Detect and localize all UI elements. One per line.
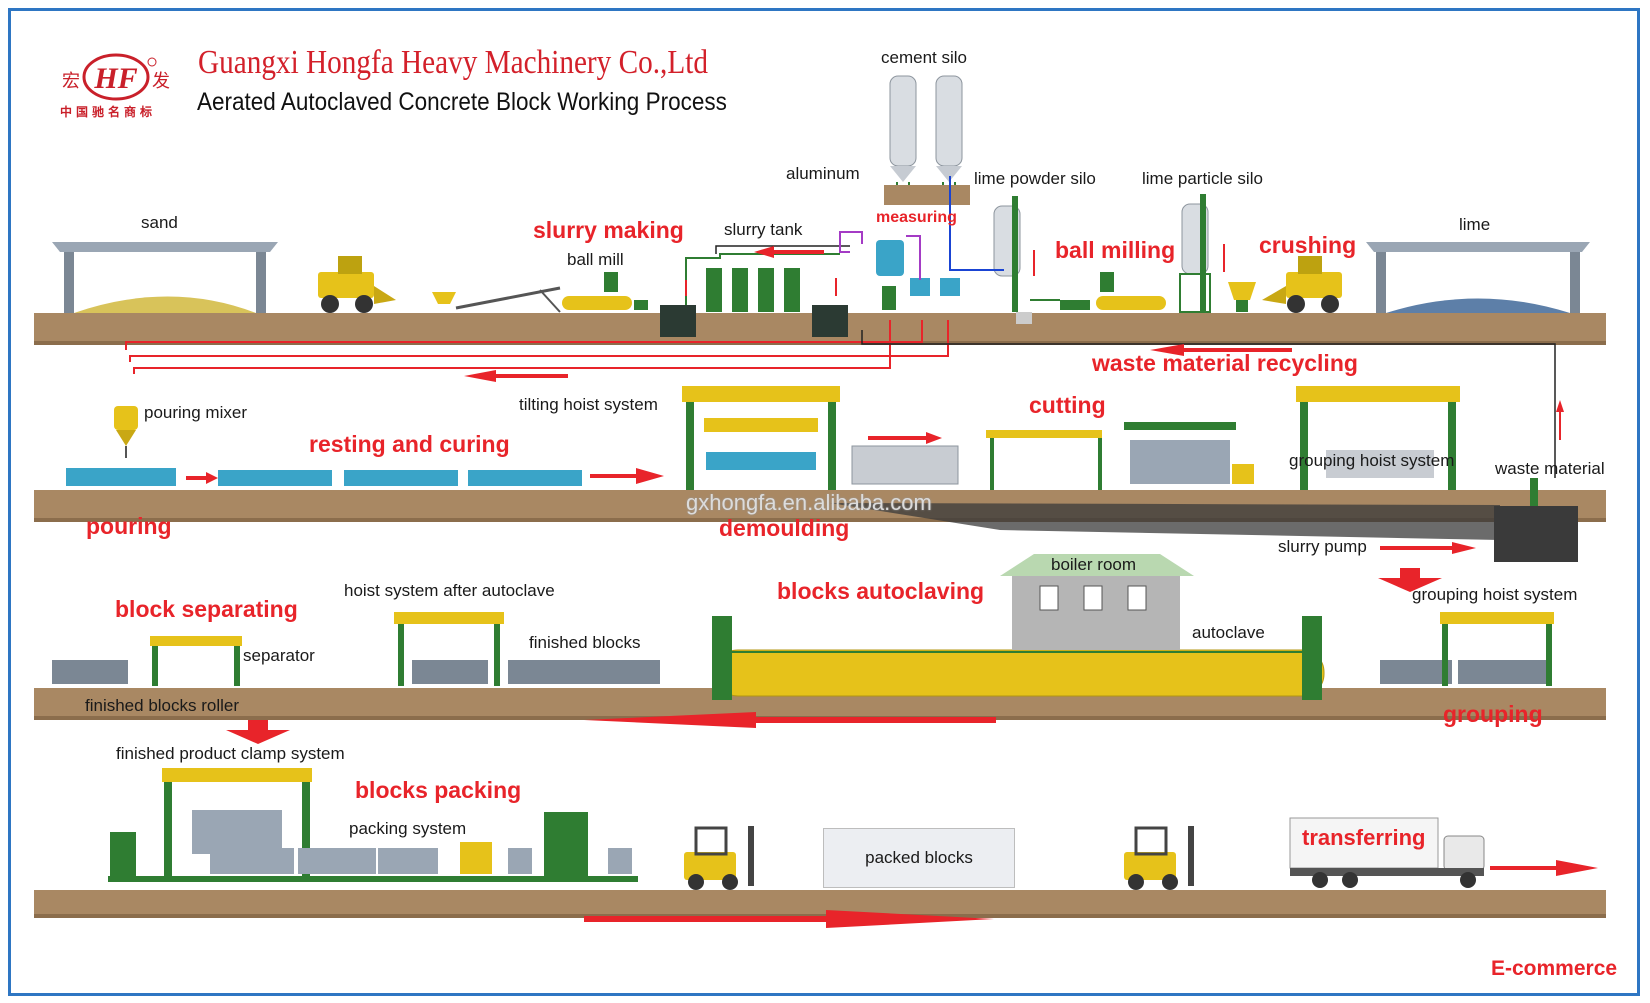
- label-ball-mill: ball mill: [567, 250, 624, 269]
- label-grouping-hoist-system-row3: grouping hoist system: [1412, 585, 1578, 604]
- forklift-icon-right: [1124, 826, 1194, 890]
- hf-logo-icon: HF 宏 发: [62, 53, 170, 101]
- ball-mill-icon-left: [562, 272, 648, 310]
- logo-left-char: 宏: [62, 71, 80, 91]
- stage-crushing: crushing: [1259, 232, 1357, 258]
- stage-pouring: pouring: [86, 513, 172, 539]
- diagram-title: Aerated Autoclaved Concrete Block Workin…: [197, 88, 727, 116]
- ball-mill-icon-right: [1060, 272, 1166, 310]
- label-finished-product-clamp-system: finished product clamp system: [116, 744, 345, 763]
- label-sand: sand: [141, 213, 178, 232]
- label-packed-blocks: packed blocks: [865, 848, 973, 867]
- packed-blocks-box: packed blocks: [823, 828, 1015, 888]
- label-grouping-hoist-system-row2: grouping hoist system: [1289, 451, 1455, 470]
- label-boiler-room: boiler room: [1051, 555, 1137, 574]
- label-hoist-system-after-autoclave: hoist system after autoclave: [344, 581, 555, 600]
- flow-arrows: [186, 246, 1598, 928]
- stage-blocks-autoclaving: blocks autoclaving: [777, 578, 985, 604]
- mold-carts: [66, 452, 816, 486]
- label-finished-blocks-roller: finished blocks roller: [85, 696, 240, 715]
- clamp-system-icon: [162, 768, 312, 882]
- tilting-hoist-icon: [682, 386, 840, 490]
- boiler-room-icon: [1000, 554, 1194, 650]
- slurry-tank-icon: [660, 245, 850, 337]
- label-lime: lime: [1459, 215, 1491, 234]
- separator-icon: [150, 636, 242, 686]
- crusher-icon: [1228, 282, 1256, 312]
- label-aluminum: aluminum: [786, 164, 860, 183]
- stage-demoulding: demoulding: [719, 515, 850, 541]
- stage-resting-and-curing: resting and curing: [309, 431, 510, 457]
- label-slurry-pump: slurry pump: [1278, 537, 1367, 556]
- stage-grouping: grouping: [1443, 701, 1543, 727]
- truck-icon: [1289, 817, 1485, 888]
- stage-block-separating: block separating: [115, 596, 298, 622]
- label-lime-particle-silo: lime particle silo: [1142, 169, 1263, 188]
- label-separator: separator: [243, 646, 315, 665]
- hopper-conveyor-icon: [432, 286, 561, 313]
- stage-ball-milling: ball milling: [1055, 237, 1176, 263]
- hoist-after-autoclave-icon: [394, 612, 504, 686]
- waste-pit-icon: [1494, 478, 1578, 562]
- stage-waste-material-recycling: waste material recycling: [1092, 350, 1358, 376]
- lime-shed-icon: [1366, 242, 1590, 313]
- label-pouring-mixer: pouring mixer: [144, 403, 247, 422]
- forklift-icon-left: [684, 826, 754, 890]
- label-waste-material: waste material: [1495, 459, 1605, 478]
- grouping-hoist-icon-row2: [1296, 386, 1460, 490]
- stage-blocks-packing: blocks packing: [355, 777, 522, 803]
- stage-measuring: measuring: [876, 209, 957, 226]
- wheel-loader-icon-right: [1262, 256, 1342, 313]
- stage-transferring: transferring: [1302, 825, 1426, 850]
- lime-powder-silo-icon: [993, 196, 1032, 324]
- grouping-hoist-icon-row3: [1440, 612, 1554, 686]
- lime-particle-silo-icon: [1179, 194, 1211, 313]
- logo-letters: HF: [93, 62, 137, 95]
- company-name: Guangxi Hongfa Heavy Machinery Co.,Ltd: [198, 44, 708, 81]
- pouring-mixer-icon: [114, 406, 138, 458]
- watermark: gxhongfa.en.alibaba.com: [686, 490, 932, 515]
- label-slurry-tank: slurry tank: [724, 220, 803, 239]
- label-lime-powder-silo: lime powder silo: [974, 169, 1096, 188]
- packing-line-icon: [108, 812, 638, 882]
- stage-slurry-making: slurry making: [533, 217, 684, 243]
- label-packing-system: packing system: [349, 819, 467, 838]
- autoclave-icon: [712, 616, 1325, 700]
- sand-shed-icon: [52, 242, 278, 313]
- label-tilting-hoist-system: tilting hoist system: [519, 395, 658, 414]
- cement-silo-icon: [884, 75, 970, 205]
- cutting-machine-icon: [851, 422, 1254, 490]
- wheel-loader-icon-left: [318, 256, 396, 313]
- logo-right-char: 发: [152, 71, 170, 91]
- stage-e-commerce: E-commerce: [1491, 957, 1618, 980]
- stage-cutting: cutting: [1029, 392, 1106, 418]
- block-stacks-row3: [52, 660, 1546, 684]
- label-autoclave: autoclave: [1192, 623, 1265, 642]
- feed-pipes: [125, 176, 1556, 478]
- label-finished-blocks: finished blocks: [529, 633, 641, 652]
- logo-tagline: 中国驰名商标: [60, 105, 157, 119]
- measuring-scale-icon: [876, 240, 960, 310]
- diagram-frame: [8, 8, 1640, 996]
- label-cement-silo: cement silo: [881, 48, 967, 67]
